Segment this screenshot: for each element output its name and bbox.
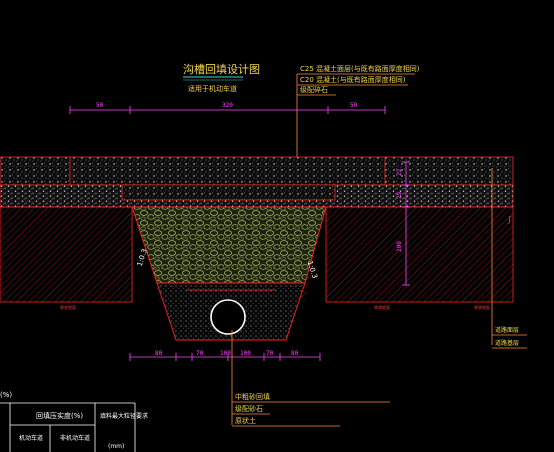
table-header-max-size: 填料最大粒径要求 [100, 412, 148, 420]
drawing-title: 沟槽回填设计图 [183, 62, 260, 76]
right-dim-3: 200 [396, 241, 403, 252]
bottom-dim-1: 80 [155, 350, 163, 357]
table-sub-nonmotor: 非机动车道 [60, 434, 90, 442]
native-soil-left [0, 206, 133, 303]
bottom-dim-2: 70 [196, 350, 204, 357]
right-dim-2: 25 [396, 191, 403, 199]
table-header-compaction: 回填压实度(%) [36, 411, 83, 420]
drawing-subtitle: 适用于机动车道 [188, 84, 237, 93]
bottom-dim-3: 100 [220, 350, 231, 357]
bottom-dim-5: 70 [266, 350, 274, 357]
callout-top-2: C20 混凝土(与既有路面厚度相同) [300, 75, 406, 84]
top-dim-mid: 320 [222, 102, 233, 109]
break-mark: ʃ [507, 215, 512, 224]
callout-right-1: 道路面层 [495, 326, 519, 334]
native-soil-right [325, 206, 514, 303]
top-dim-left: 50 [96, 102, 104, 109]
callout-right-2: 道路基层 [495, 339, 519, 347]
callout-bottom-1: 中粗砂回填 [235, 392, 270, 401]
graded-aggregate-fill [131, 206, 327, 284]
callout-bottom-2: 级配砂石 [235, 404, 263, 413]
ground-label-mid: 原状地面 [374, 304, 390, 310]
callout-top-3: 级配碎石 [300, 85, 328, 94]
pipe-circle [210, 299, 246, 335]
table-sub-motor: 机动车道 [19, 434, 43, 442]
table-sub-unit: (mm) [108, 443, 124, 450]
table-left-header: (%) [0, 391, 12, 399]
callout-bottom-3: 原状土 [235, 416, 256, 425]
top-dim-right: 50 [350, 102, 358, 109]
bottom-dim-6: 80 [291, 350, 299, 357]
right-dim-1: 22 [396, 168, 403, 176]
callout-top-1: C25 混凝土面层(与既有路面厚度相同) [300, 64, 420, 73]
road-surface-layer [0, 156, 514, 186]
bottom-dim-4: 100 [240, 350, 251, 357]
trench-step [121, 184, 336, 201]
ground-label-right: 原状地面 [474, 304, 490, 310]
ground-label-left: 原状地面 [60, 304, 76, 310]
